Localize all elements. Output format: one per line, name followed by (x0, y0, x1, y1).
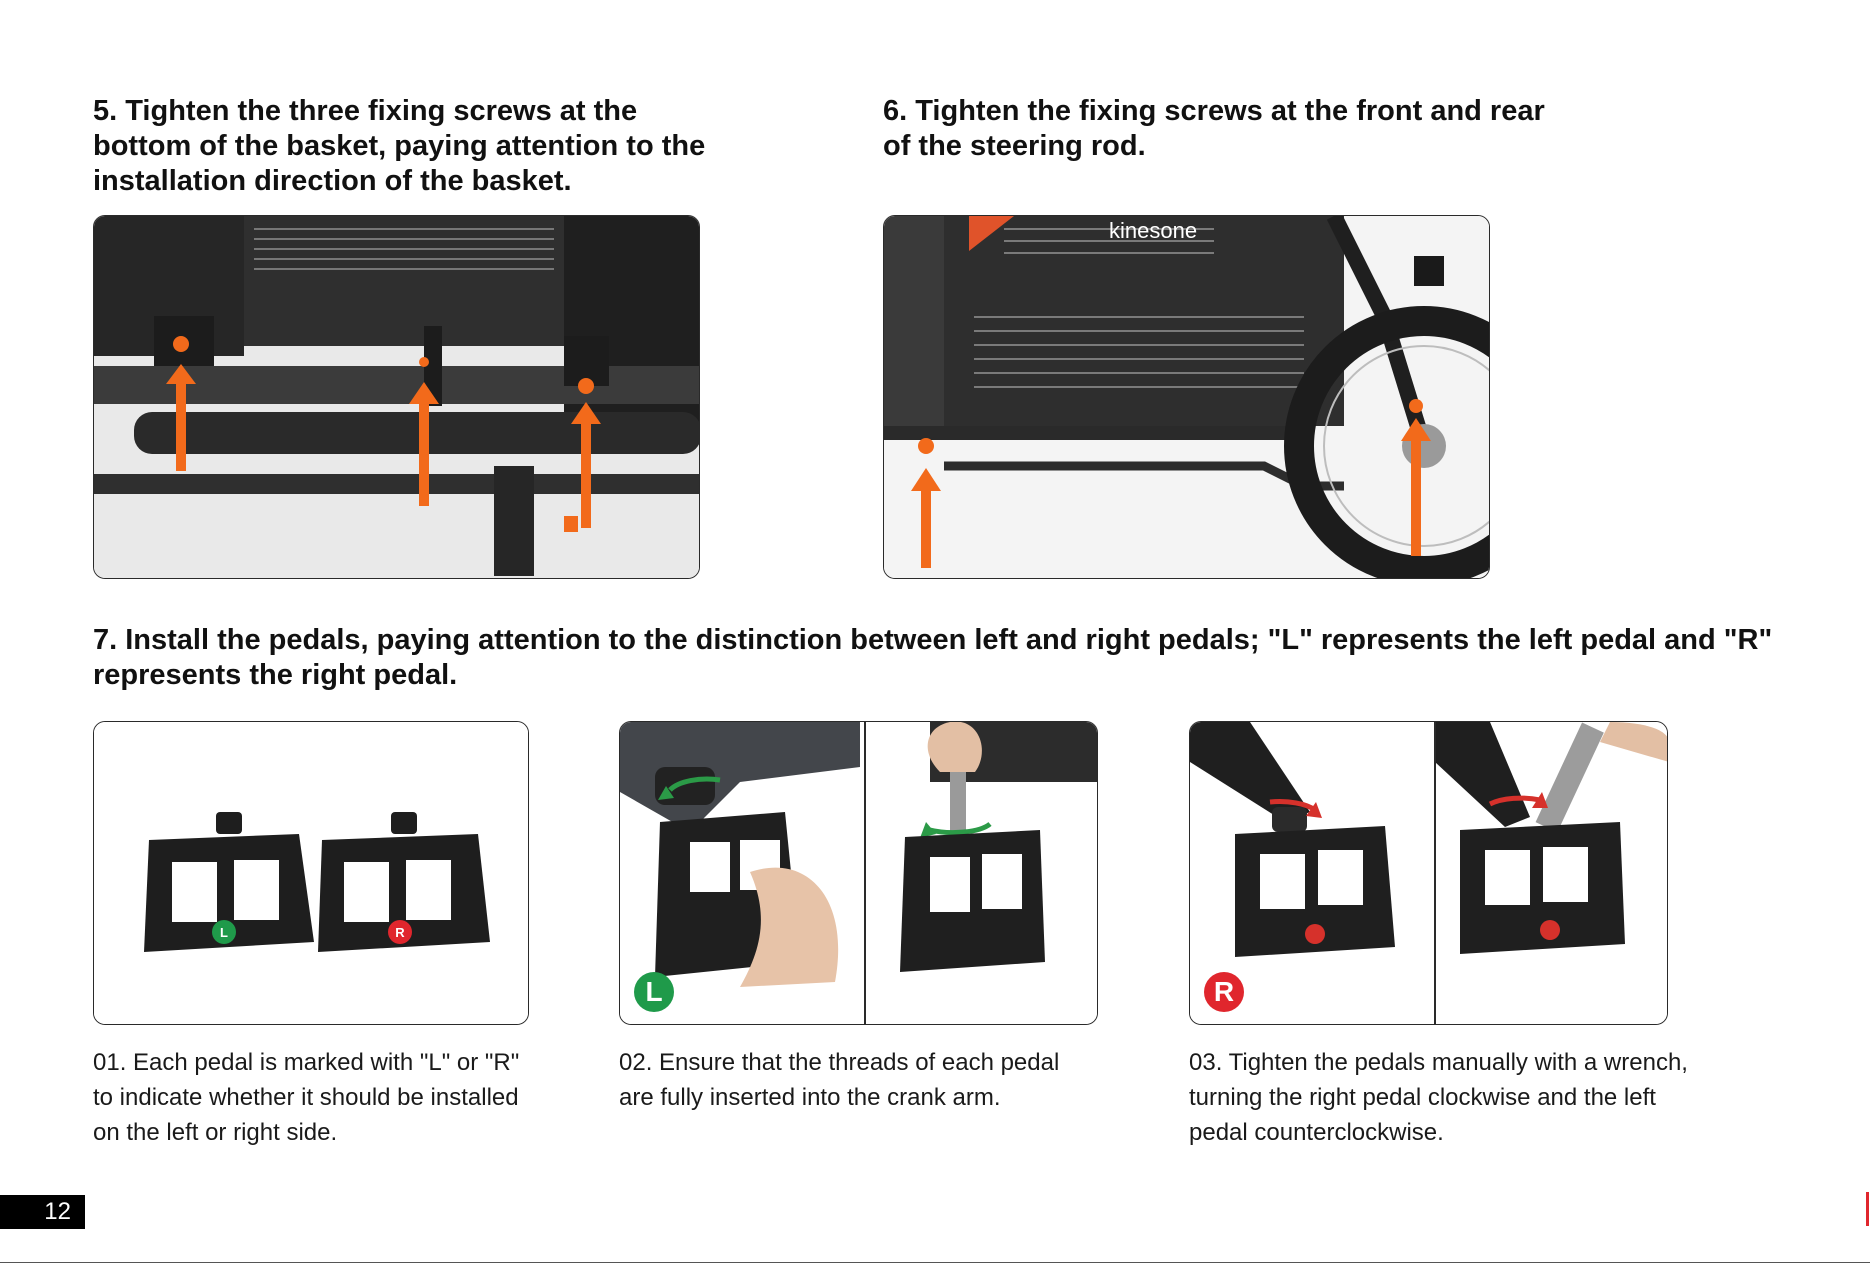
screw-rear (918, 438, 934, 454)
panel-divider (864, 722, 866, 1024)
pedals-lr-photo: L R (93, 721, 529, 1025)
right-pedal: R (318, 812, 490, 952)
clockwise-arrow-icon-1 (1306, 802, 1322, 818)
left-pedal-badge: L (634, 972, 674, 1012)
page-edge-mark (1866, 1192, 1869, 1226)
screw-front (1409, 399, 1423, 413)
brand-logo: kinesone (1109, 218, 1197, 243)
arrow-up-icon-5 (1401, 418, 1431, 556)
counterclockwise-arrow-icon-2 (920, 822, 936, 838)
left-pedal: L (144, 812, 314, 952)
arrow-up-icon-1 (166, 364, 196, 471)
left-pedal-install-photo: L (619, 721, 1098, 1025)
step-6-heading: 6. Tighten the fixing screws at the fron… (883, 95, 1545, 162)
basket-screws-photo (93, 215, 700, 579)
caption-02: 02. Ensure that the threads of each peda… (619, 1049, 1060, 1111)
arrow-up-icon-2 (409, 382, 439, 506)
counterclockwise-arrow-icon-1 (658, 786, 674, 800)
screw-right (578, 378, 594, 394)
panel-divider (1434, 722, 1436, 1024)
arrow-up-icon-4 (911, 468, 941, 568)
step-7-heading: 7. Install the pedals, paying attention … (93, 624, 1773, 691)
screw-left (173, 336, 189, 352)
caption-01: 01. Each pedal is marked with "L" or "R"… (93, 1049, 520, 1146)
clockwise-arrow-icon-2 (1532, 792, 1548, 808)
caption-03: 03. Tighten the pedals manually with a w… (1189, 1049, 1688, 1146)
page-number: 12 (0, 1195, 85, 1229)
pedal-l-mark: L (220, 925, 228, 940)
step-5-heading: 5. Tighten the three fixing screws at th… (93, 95, 706, 197)
arrow-up-icon-3 (571, 402, 601, 528)
steering-rod-photo: kinesone (883, 215, 1490, 579)
screw-middle (419, 357, 429, 367)
pedal-r-mark: R (395, 925, 405, 940)
right-pedal-install-photo: R (1189, 721, 1668, 1025)
right-pedal-badge: R (1204, 972, 1244, 1012)
